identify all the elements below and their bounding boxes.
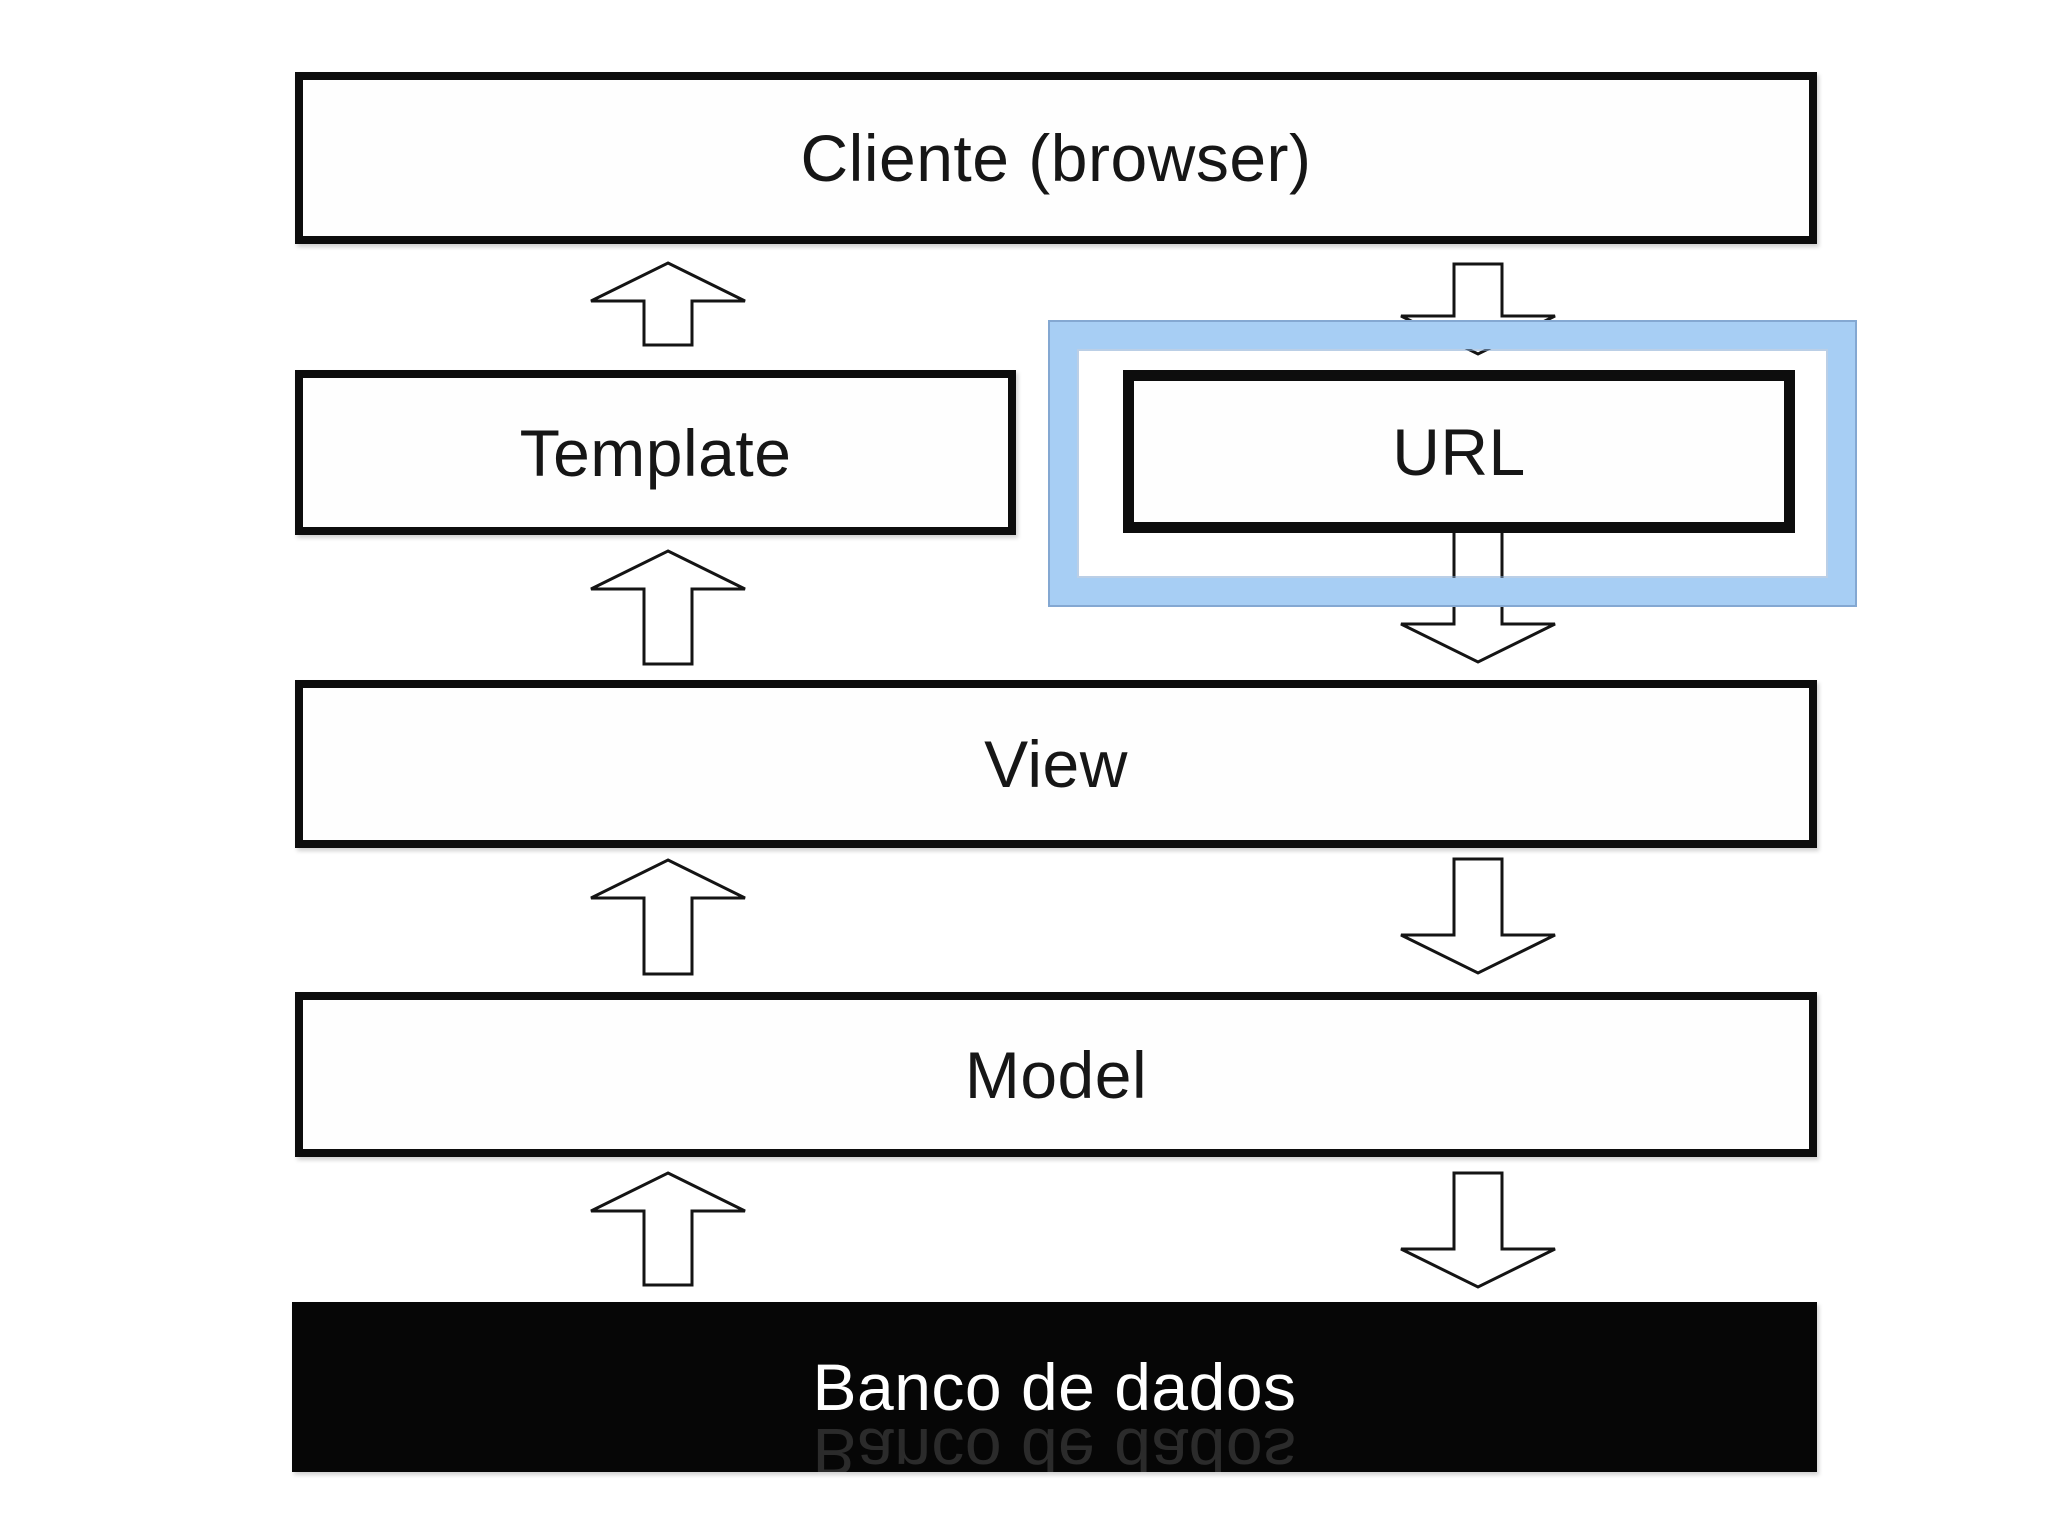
box-model: Model: [295, 992, 1817, 1157]
box-template: Template: [295, 370, 1016, 535]
arrow-up-template-to-cliente-icon: [588, 260, 748, 348]
box-cliente-label: Cliente (browser): [800, 121, 1312, 195]
box-url: URL: [1123, 370, 1795, 533]
box-banco-label: Banco de dados: [812, 1350, 1297, 1424]
arrow-up-model-to-view-icon: [588, 857, 748, 977]
box-cliente-browser: Cliente (browser): [295, 72, 1817, 244]
box-template-label: Template: [519, 415, 792, 490]
box-banco-de-dados: Banco de dados Banco de dados: [292, 1302, 1817, 1472]
arrow-down-view-to-model-icon: [1398, 856, 1558, 976]
box-model-label: Model: [964, 1037, 1148, 1112]
arrow-up-banco-to-model-icon: [588, 1170, 748, 1288]
box-view-label: View: [984, 727, 1128, 801]
box-banco-label-reflection: Banco de dados: [812, 1415, 1297, 1472]
url-highlight-frame: [1048, 320, 1857, 607]
box-url-label: URL: [1392, 414, 1526, 489]
arrow-up-view-to-template-icon: [588, 548, 748, 667]
box-view: View: [295, 680, 1817, 848]
arrow-down-model-to-banco-icon: [1398, 1170, 1558, 1290]
